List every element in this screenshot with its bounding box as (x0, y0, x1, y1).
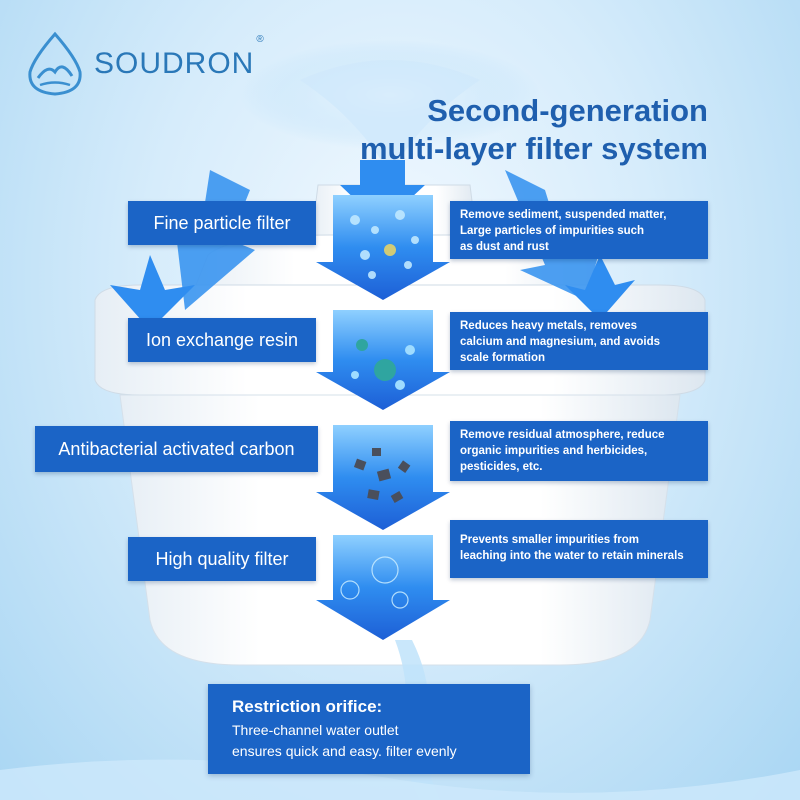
headline: Second-generation multi-layer filter sys… (360, 92, 708, 168)
description-line: as dust and rust (460, 241, 549, 253)
headline-line-1: Second-generation (427, 93, 708, 128)
layer-label-fine-particle: Fine particle filter (128, 201, 316, 245)
description-line: organic impurities and herbicides, (460, 445, 648, 457)
filter-membrane-graphic (340, 556, 409, 609)
resin-beads (351, 339, 415, 390)
layer-label-high-quality: High quality filter (128, 537, 316, 581)
layer-description-high-quality: Prevents smaller impurities from leachin… (450, 520, 708, 578)
restriction-orifice-box: Restriction orifice: Three-channel water… (208, 684, 530, 774)
description-line: Reduces heavy metals, removes (460, 320, 638, 332)
layer-label-ion-exchange: Ion exchange resin (128, 318, 316, 362)
layer-description-activated-carbon: Remove residual atmosphere, reduce organ… (450, 421, 708, 481)
orifice-line: ensures quick and easy. filter evenly (232, 743, 457, 759)
brand-name: SOUDRON (94, 47, 255, 80)
layer-label-activated-carbon: Antibacterial activated carbon (35, 426, 318, 472)
layer-description-fine-particle: Remove sediment, suspended matter, Large… (450, 201, 708, 259)
brand-logo: SOUDRON ® (22, 30, 264, 98)
description-line: Remove sediment, suspended matter, (460, 209, 667, 221)
layer-description-ion-exchange: Reduces heavy metals, removes calcium an… (450, 312, 708, 370)
description-line: calcium and magnesium, and avoids (460, 336, 661, 348)
trademark-symbol: ® (256, 34, 264, 45)
headline-line-2: multi-layer filter system (359, 131, 708, 166)
description-line: Remove residual atmosphere, reduce (460, 429, 665, 441)
description-line: scale formation (460, 352, 545, 364)
description-line: Large particles of impurities such (460, 225, 645, 237)
carbon-chunks (353, 448, 411, 503)
orifice-title: Restriction orifice: (232, 697, 383, 716)
description-line: pesticides, etc. (460, 461, 543, 473)
description-line: leaching into the water to retain minera… (460, 550, 684, 562)
orifice-line: Three-channel water outlet (232, 722, 399, 738)
water-drop-logo-icon (28, 31, 82, 96)
description-line: Prevents smaller impurities from (460, 534, 639, 546)
particle-dots (350, 210, 419, 279)
